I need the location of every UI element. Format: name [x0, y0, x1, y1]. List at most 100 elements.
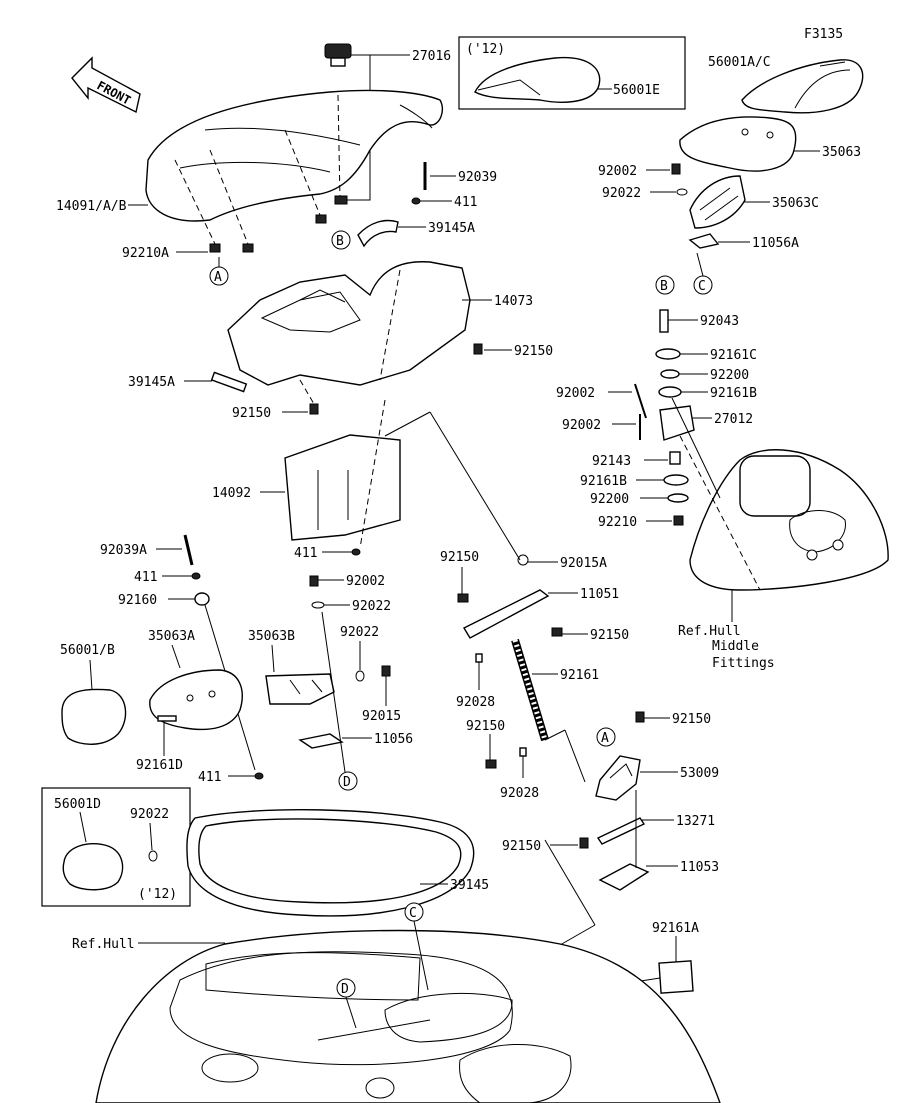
mirror-cover-56001E: [474, 56, 601, 103]
hull-middle-ref: [689, 449, 889, 591]
washer-92022-inset: [148, 850, 158, 862]
figure-code: F3135: [804, 27, 843, 42]
label-39145: 39145: [450, 878, 489, 893]
label-92161B-a: 92161B: [710, 386, 757, 401]
rubber-92161B-a: [658, 386, 682, 398]
label-53009: 53009: [680, 766, 719, 781]
label-14073: 14073: [494, 294, 533, 309]
nut-92015: [381, 665, 391, 677]
label-92028-b: 92028: [500, 786, 539, 801]
label-14092: 14092: [212, 486, 251, 501]
label-ref-hull-middle-3: Fittings: [712, 656, 775, 671]
nut-27016: [334, 195, 348, 205]
label-27012: 27012: [714, 412, 753, 427]
label-411-a: 411: [454, 195, 477, 210]
label-92161: 92161: [560, 668, 599, 683]
label-35063B: 35063B: [248, 629, 295, 644]
label-11056: 11056: [374, 732, 413, 747]
bolt-92002-d: [309, 575, 319, 587]
label-92210A: 92210A: [122, 246, 169, 261]
label-411-c: 411: [134, 570, 157, 585]
label-11056A: 11056A: [752, 236, 799, 251]
bracket-35063B: [265, 673, 335, 705]
bolt-92002-b: [634, 383, 647, 419]
bolt-92150-d: [551, 627, 563, 637]
washer-411: [411, 197, 421, 205]
nut-92210: [673, 515, 684, 526]
label-92143: 92143: [592, 454, 631, 469]
callout-c-2-text: C: [409, 906, 417, 921]
callout-d-1: [338, 771, 358, 791]
trim-39145A-2: [210, 371, 248, 393]
washer-411-b: [351, 548, 361, 556]
bolt-92150-e: [485, 759, 497, 769]
label-92002-d: 92002: [346, 574, 385, 589]
collar-92028-b: [519, 747, 527, 757]
label-92028-a: 92028: [456, 695, 495, 710]
label-92022-c: 92022: [340, 625, 379, 640]
label-92015A: 92015A: [560, 556, 607, 571]
label-92160: 92160: [118, 593, 157, 608]
plate-13271: [596, 817, 646, 845]
gas-spring-92161: [511, 638, 549, 742]
label-13271: 13271: [676, 814, 715, 829]
label-92022-a: 92022: [602, 186, 641, 201]
front-arrow-icon: FRONT: [71, 56, 141, 114]
label-92200-a: 92200: [710, 368, 749, 383]
clip-92210A-2: [242, 243, 254, 253]
label-11053: 11053: [680, 860, 719, 875]
rubber-92161B-b: [663, 474, 689, 486]
latch-53009: [595, 755, 641, 801]
gasket-39145: [186, 809, 475, 917]
nut-92015A: [517, 554, 529, 566]
inset-box-top: ('12) 56001E: [458, 36, 686, 110]
washer-92022-a: [676, 188, 688, 196]
label-56001E: 56001E: [613, 83, 660, 98]
label-92200-b: 92200: [590, 492, 629, 507]
label-92022-b: 92022: [352, 599, 391, 614]
callout-b-1: [331, 230, 351, 250]
trim-39145A: [357, 219, 399, 248]
inset-bottom-year: ('12): [138, 887, 177, 902]
label-92161B-b: 92161B: [580, 474, 627, 489]
inset-top-year: ('12): [466, 42, 505, 57]
bolt-92150-c: [457, 593, 469, 603]
label-56001D: 56001D: [54, 797, 101, 812]
callout-d-2-text: D: [341, 982, 349, 997]
callout-c-1-text: C: [698, 279, 706, 294]
clip-92210A: [209, 243, 221, 253]
callout-d-1-text: D: [343, 775, 351, 790]
label-35063: 35063: [822, 145, 861, 160]
label-56001AC: 56001A/C: [708, 55, 771, 70]
label-92002-a: 92002: [598, 164, 637, 179]
label-92161A: 92161A: [652, 921, 699, 936]
bolt-92150-g: [579, 837, 589, 849]
callout-b-2-text: B: [660, 279, 668, 294]
housing-35063: [679, 116, 797, 172]
rubber-92161C: [655, 348, 681, 360]
callout-a-1-text: A: [214, 270, 222, 285]
callout-b-2: [655, 275, 675, 295]
label-92015: 92015: [362, 709, 401, 724]
label-39145A-b: 39145A: [128, 375, 175, 390]
cap-27016: [324, 43, 352, 67]
frame-14073: [227, 261, 471, 386]
label-ref-hull: Ref.Hull: [72, 937, 135, 952]
pin-92039A: [183, 534, 194, 566]
label-92022-inset: 92022: [130, 807, 169, 822]
bracket-35063C: [689, 175, 746, 229]
bolt-92150-b: [309, 403, 319, 415]
plate-11056: [298, 733, 344, 749]
label-11051: 11051: [580, 587, 619, 602]
collar-92143: [669, 451, 681, 465]
inset-box-bottom: 56001D 92022 ('12): [41, 787, 191, 907]
washer-92022-c: [355, 670, 365, 682]
label-92039A: 92039A: [100, 543, 147, 558]
callout-a-2: [596, 727, 616, 747]
seat-14091: [145, 89, 444, 222]
label-ref-hull-middle-2: Middle: [712, 639, 759, 654]
label-35063C: 35063C: [772, 196, 819, 211]
label-92150-d: 92150: [590, 628, 629, 643]
callout-a-2-text: A: [601, 731, 609, 746]
